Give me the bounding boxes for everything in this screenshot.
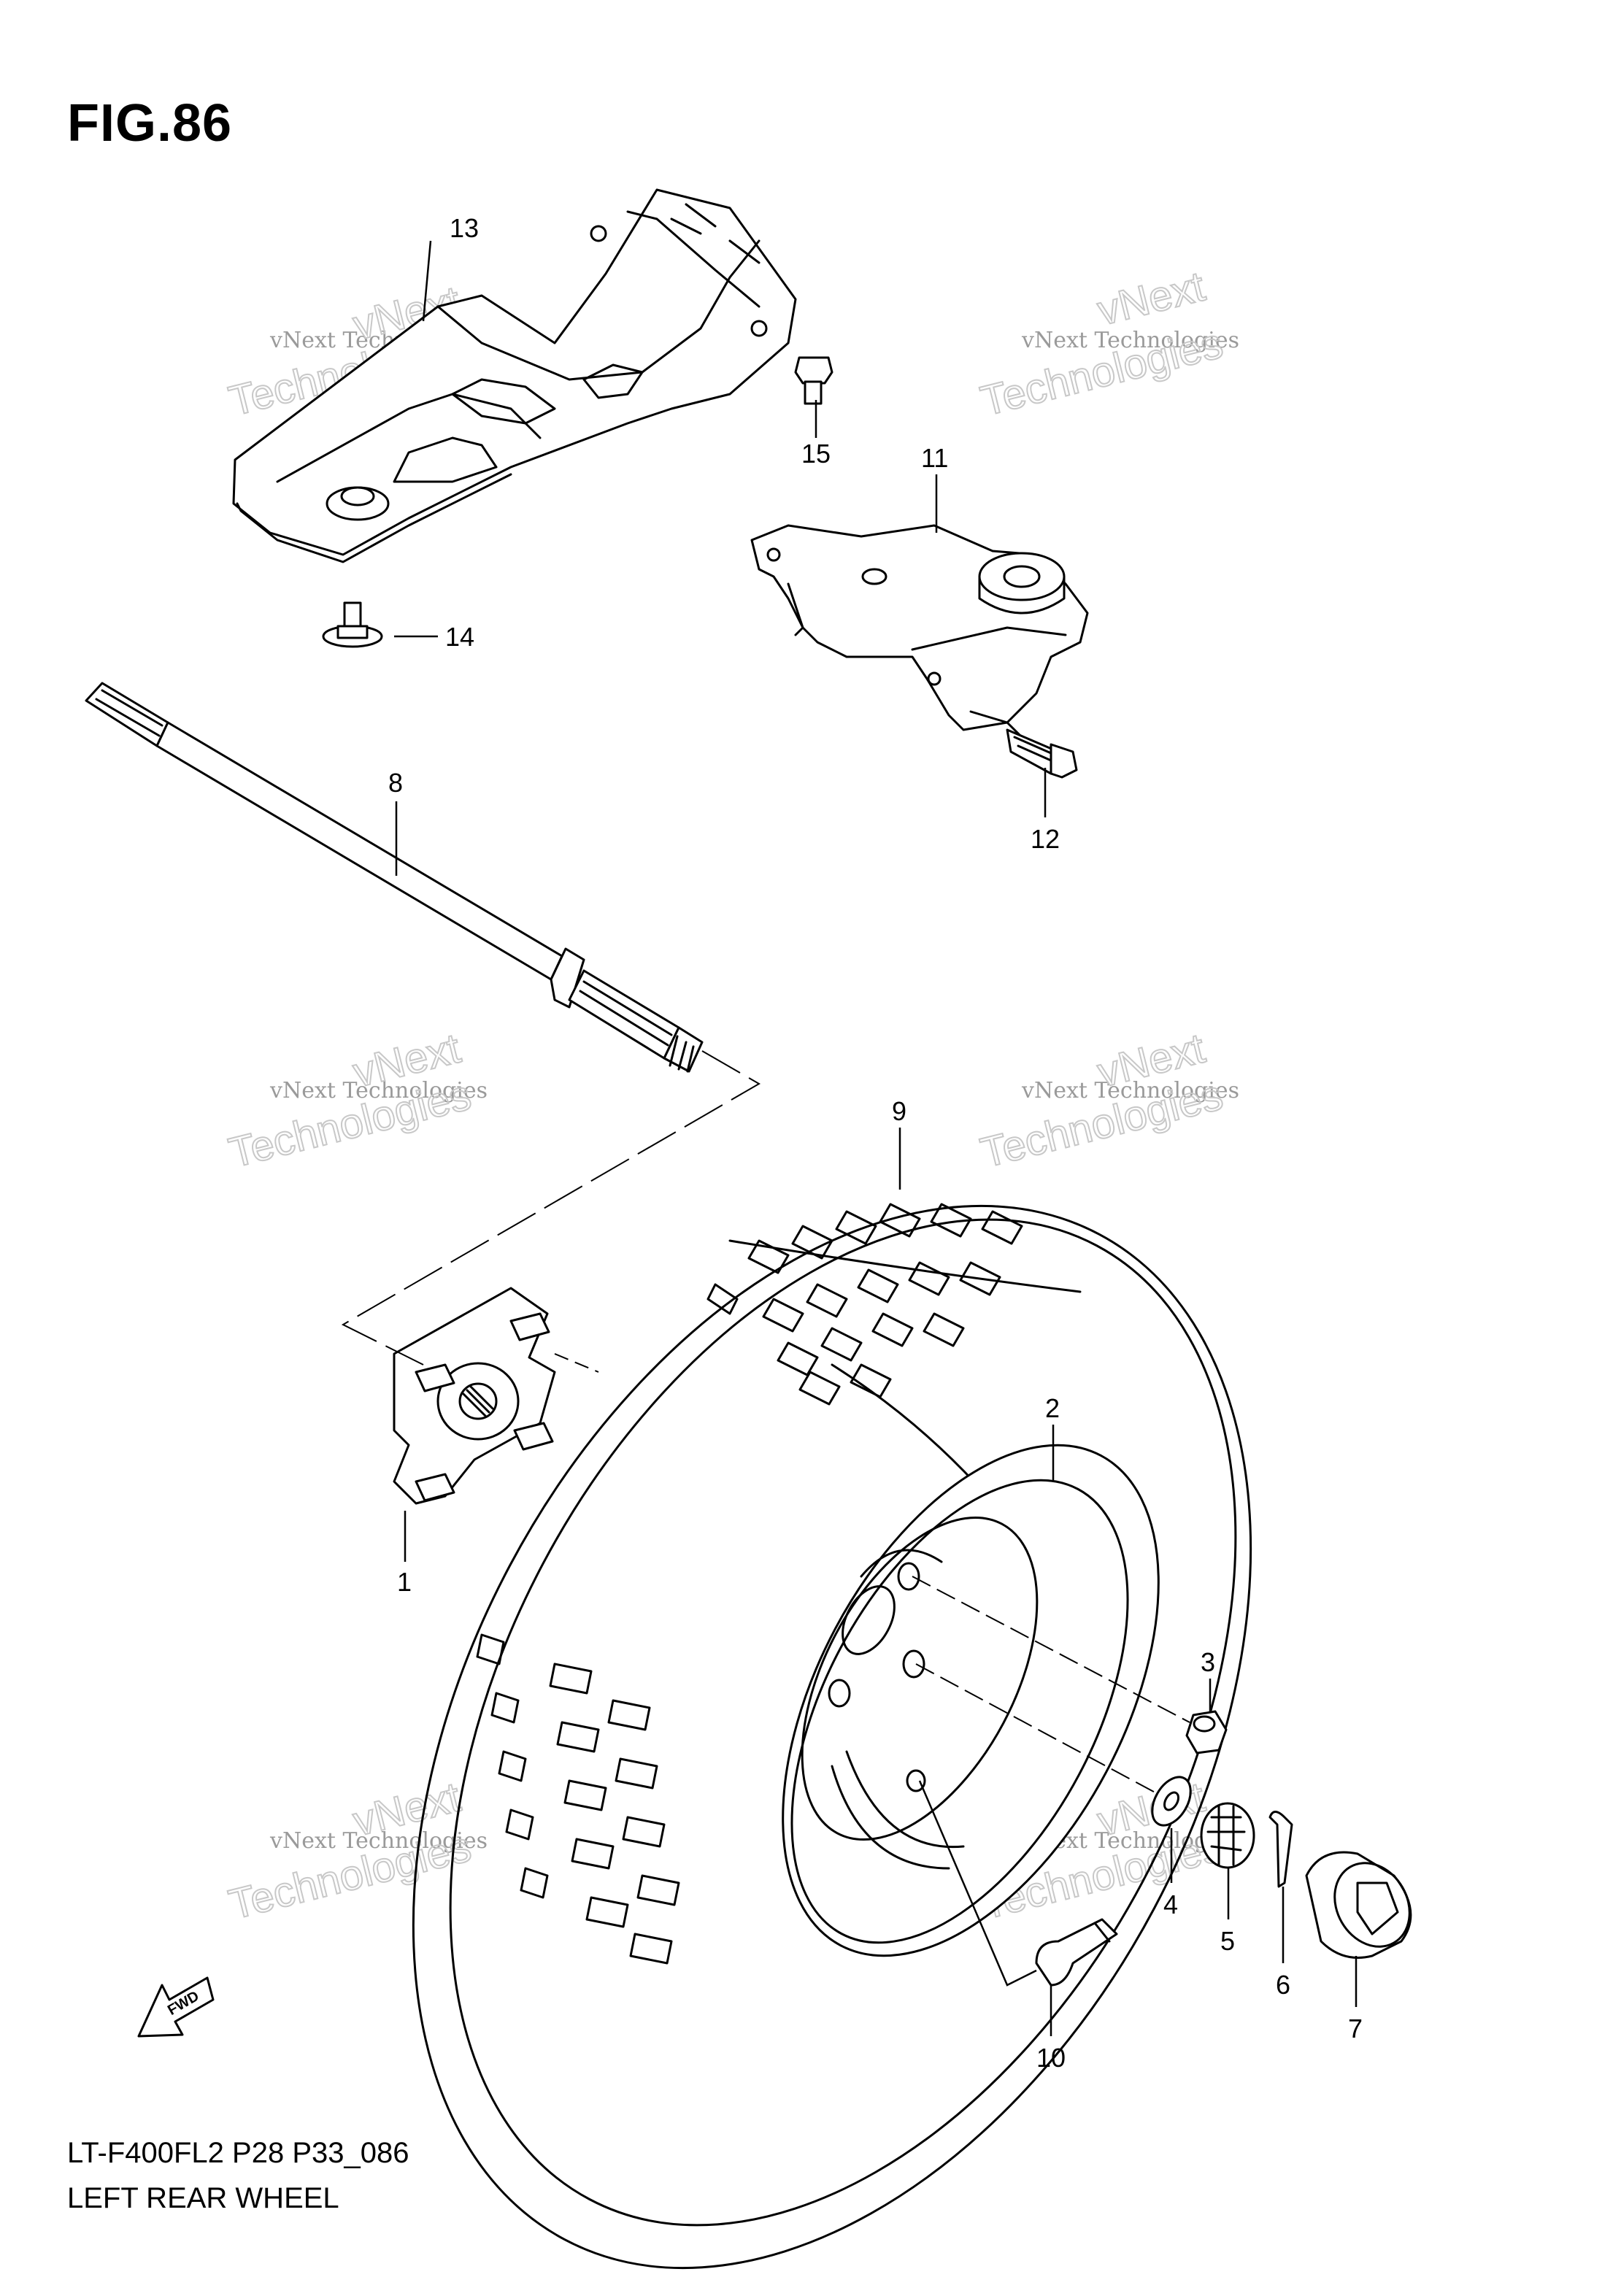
callout-3: 3 <box>1201 1647 1215 1677</box>
svg-text:vNext Technologies: vNext Technologies <box>1021 1078 1239 1103</box>
callout-11: 11 <box>921 443 948 473</box>
figure-title: FIG.86 <box>67 94 233 153</box>
wheel-hub-icon <box>393 1287 556 1505</box>
bracket-icon <box>750 524 1089 739</box>
leader-lines <box>394 240 1358 2036</box>
svg-text:vNext Technologies: vNext Technologies <box>269 1828 488 1854</box>
callout-14: 14 <box>445 622 474 652</box>
hub-cap-icon <box>1305 1851 1412 1959</box>
watermark-middle-left: vNext Technologies vNext Technologies <box>223 1024 488 1178</box>
valve-stem-icon <box>1035 1918 1118 1987</box>
castle-nut-icon <box>1200 1802 1255 1869</box>
callout-labels: 13 15 14 11 12 8 9 2 1 3 4 5 6 7 10 <box>388 213 1363 2073</box>
svg-text:vNext Technologies: vNext Technologies <box>1021 328 1239 353</box>
callout-10: 10 <box>1036 2043 1066 2073</box>
callout-13: 13 <box>450 213 479 243</box>
callout-4: 4 <box>1163 1889 1178 1919</box>
skid-plate-icon <box>232 188 797 563</box>
svg-text:vNext Technologies: vNext Technologies <box>269 1078 488 1103</box>
svg-text:vNext: vNext <box>1093 263 1209 335</box>
washer-icon <box>1151 1776 1192 1827</box>
watermark-middle-right: vNext Technologies vNext Technologies <box>975 1024 1239 1178</box>
watermark-top-right: vNext Technologies vNext Technologies <box>975 262 1239 426</box>
bolt-icon <box>322 601 383 648</box>
callout-7: 7 <box>1348 2014 1363 2043</box>
rim-icon <box>782 1444 1160 1957</box>
callout-6: 6 <box>1276 1970 1290 2000</box>
callout-9: 9 <box>892 1096 906 1126</box>
watermark-bottom-left: vNext Technologies vNext Technologies <box>223 1773 488 1930</box>
callout-2: 2 <box>1045 1393 1060 1423</box>
callout-5: 5 <box>1220 1926 1235 1956</box>
nut-icon <box>1185 1710 1228 1754</box>
callout-8: 8 <box>388 768 403 798</box>
bolt-icon <box>1006 728 1078 779</box>
drive-shaft-icon <box>85 682 704 1073</box>
callout-1: 1 <box>397 1567 412 1597</box>
model-code: LT-F400FL2 P28 P33_086 <box>67 2137 409 2169</box>
cotter-pin-icon <box>1268 1811 1293 1888</box>
fwd-direction-arrow-icon: FWD <box>137 1976 215 2038</box>
callout-12: 12 <box>1031 824 1060 854</box>
figure-name: LEFT REAR WHEEL <box>67 2182 339 2214</box>
bolt-icon <box>794 356 833 405</box>
callout-15: 15 <box>801 439 831 469</box>
